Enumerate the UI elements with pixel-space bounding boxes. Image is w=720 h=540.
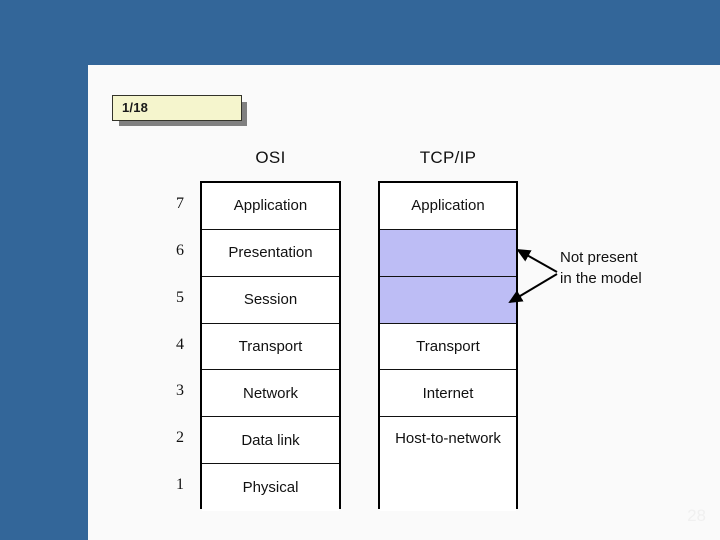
layer-number: 7 bbox=[176, 195, 184, 212]
slide-counter-chip[interactable]: 1/18 bbox=[112, 95, 242, 121]
layer-number: 1 bbox=[176, 476, 184, 494]
page-number: 28 bbox=[687, 506, 706, 525]
osi-layer-cell: Session bbox=[202, 276, 339, 324]
annotation-line-1: Not present bbox=[560, 249, 638, 266]
osi-layer-cell: Application bbox=[202, 183, 339, 230]
osi-column-header: OSI bbox=[255, 148, 286, 167]
annotation-line-2: in the model bbox=[560, 270, 642, 287]
layer-number: 4 bbox=[176, 335, 184, 353]
layer-number: 3 bbox=[176, 382, 184, 400]
osi-layer-cell: Data link bbox=[202, 417, 339, 465]
tcpip-layer-cell: Transport bbox=[380, 323, 516, 371]
annotation-label: Not present in the model bbox=[560, 247, 690, 289]
tcpip-layer-cell: Host-to-network bbox=[380, 417, 516, 511]
layer-number: 5 bbox=[176, 288, 184, 306]
tcpip-layer-cell: Internet bbox=[380, 370, 516, 418]
layer-number: 2 bbox=[176, 429, 184, 447]
osi-layer-number-gutter: 7 6 5 4 3 2 1 bbox=[168, 181, 192, 509]
slide-counter-label: 1/18 bbox=[122, 100, 149, 115]
osi-layer-cell: Network bbox=[202, 370, 339, 418]
osi-layer-cell: Transport bbox=[202, 323, 339, 371]
layer-number: 6 bbox=[176, 241, 184, 259]
tcpip-layer-stack: Application Transport Internet Host-to-n… bbox=[378, 181, 518, 511]
osi-layer-stack: Application Presentation Session Transpo… bbox=[200, 181, 341, 511]
osi-layer-cell: Physical bbox=[202, 464, 339, 511]
tcpip-layer-cell-absent bbox=[380, 229, 516, 277]
tcpip-layer-cell-absent bbox=[380, 276, 516, 324]
tcpip-layer-cell: Application bbox=[380, 183, 516, 230]
osi-layer-cell: Presentation bbox=[202, 229, 339, 277]
tcpip-column-header: TCP/IP bbox=[419, 148, 477, 167]
